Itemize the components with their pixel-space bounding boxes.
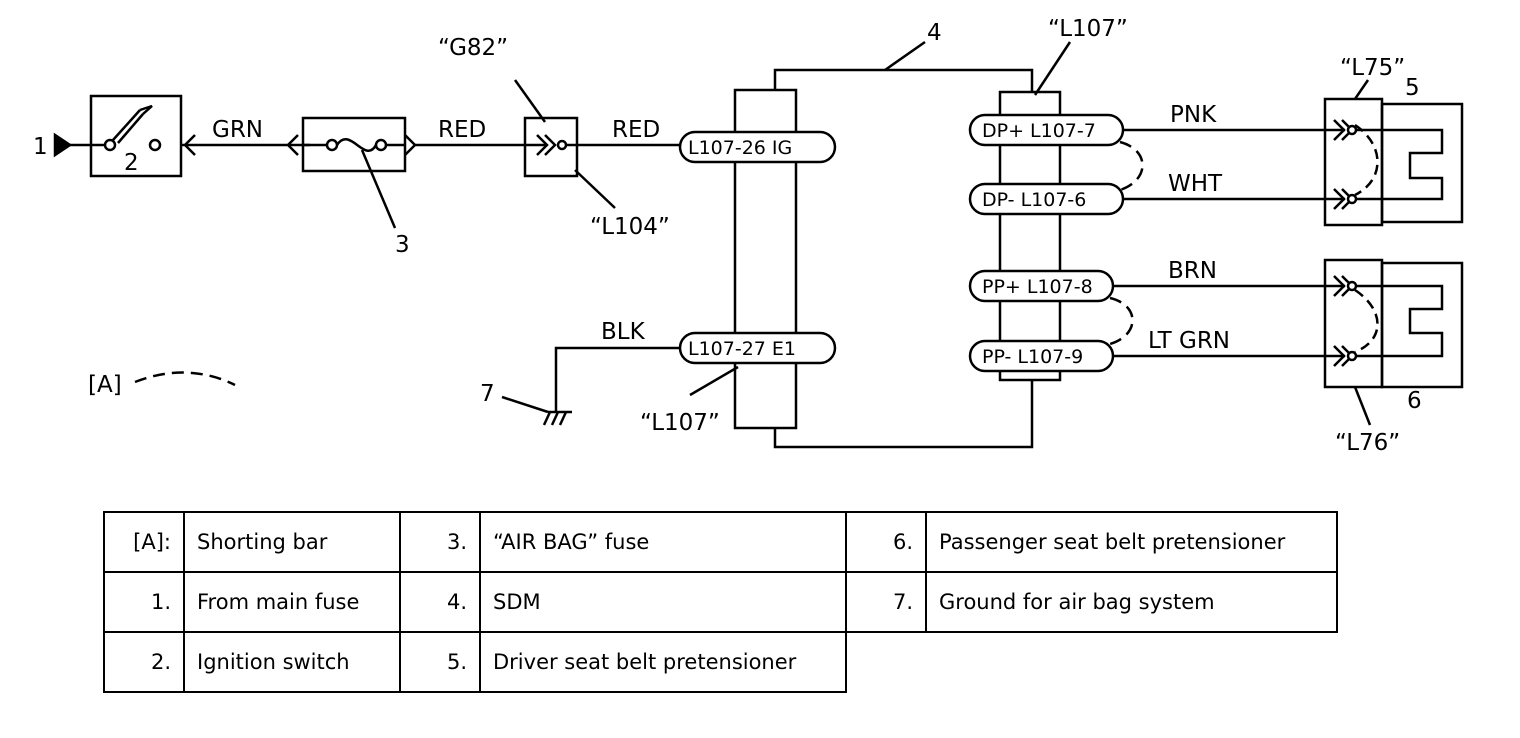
legend-desc: SDM: [479, 571, 847, 633]
shorting-bar-pp: [1109, 296, 1134, 346]
legend-desc: From main fuse: [183, 571, 401, 633]
legend-desc: Ignition switch: [183, 631, 401, 693]
terminal-ig: [678, 130, 837, 164]
legend-desc: “AIR BAG” fuse: [479, 511, 847, 573]
l75-connector: [1323, 97, 1384, 227]
legend-desc: Passenger seat belt pretensioner: [925, 511, 1338, 573]
legend-row: [A]: Shorting bar 3. “AIR BAG” fuse 6. P…: [103, 511, 1338, 573]
g82-l104-connector: [523, 116, 579, 178]
connector-label-l76: “L76”: [1335, 430, 1400, 456]
shorting-bar-legend-sample: [134, 371, 236, 387]
legend-key: 1.: [103, 571, 185, 633]
callout-a: [A]: [88, 372, 122, 398]
connector-label-l107-bottom: “L107”: [640, 410, 720, 436]
terminal-dp-minus-label: DP- L107-6: [982, 189, 1086, 211]
wiring-diagram: GRN RED RED BLK PNK WHT BRN LT GRN “G82”…: [33, 16, 1464, 456]
legend-key: [A]:: [103, 511, 185, 573]
driver-pretensioner-box: [1380, 102, 1464, 224]
callout-4: 4: [927, 20, 942, 46]
legend-key: 5.: [399, 631, 481, 693]
connector-label-l107-top: “L107”: [1048, 16, 1128, 42]
legend-table: [A]: Shorting bar 3. “AIR BAG” fuse 6. P…: [103, 511, 1338, 693]
wire-label-red-b: RED: [612, 117, 660, 143]
fuse-element: [335, 138, 378, 152]
legend-desc: Driver seat belt pretensioner: [479, 631, 847, 693]
legend-key: 3.: [399, 511, 481, 573]
callout-5: 5: [1405, 75, 1420, 101]
legend-key: 4.: [399, 571, 481, 633]
terminal-pp-plus-label: PP+ L107-8: [982, 276, 1093, 298]
terminal-ig-label: L107-26 IG: [688, 137, 792, 159]
terminal-e1-label: L107-27 E1: [688, 338, 796, 360]
connector-label-l75: “L75”: [1340, 55, 1405, 81]
callout-6: 6: [1407, 388, 1422, 414]
wire-label-wht: WHT: [1168, 171, 1223, 197]
terminal-dp-plus-label: DP+ L107-7: [982, 120, 1096, 142]
legend-key: 2.: [103, 631, 185, 693]
callout-2: 2: [124, 150, 139, 176]
wire-label-grn: GRN: [212, 117, 263, 143]
legend-key: 6.: [845, 511, 927, 573]
ground-icon: [542, 411, 552, 426]
l76-connector: [1323, 258, 1384, 389]
legend-row: 2. Ignition switch 5. Driver seat belt p…: [103, 631, 1337, 693]
terminal-pp-minus-label: PP- L107-9: [982, 346, 1083, 368]
wire-label-pnk: PNK: [1170, 102, 1217, 128]
callout-3: 3: [395, 232, 410, 258]
ignition-switch-box: [89, 94, 183, 178]
connector-label-l104: “L104”: [590, 214, 670, 240]
callout-7: 7: [480, 381, 495, 407]
legend-desc: Ground for air bag system: [925, 571, 1338, 633]
connector-label-g82: “G82”: [438, 35, 508, 61]
passenger-pretensioner-box: [1380, 261, 1464, 389]
wire-label-ltgrn: LT GRN: [1148, 328, 1230, 354]
legend-desc: Shorting bar: [183, 511, 401, 573]
ignition-switch-blade: [112, 109, 141, 141]
shorting-bar-dp: [1119, 140, 1144, 192]
callout-1: 1: [33, 134, 48, 160]
wire-label-brn: BRN: [1168, 258, 1217, 284]
legend-row: 1. From main fuse 4. SDM 7. Ground for a…: [103, 571, 1338, 633]
legend-key: 7.: [845, 571, 927, 633]
wire-label-red-a: RED: [438, 117, 486, 143]
wire-label-blk: BLK: [601, 319, 646, 345]
